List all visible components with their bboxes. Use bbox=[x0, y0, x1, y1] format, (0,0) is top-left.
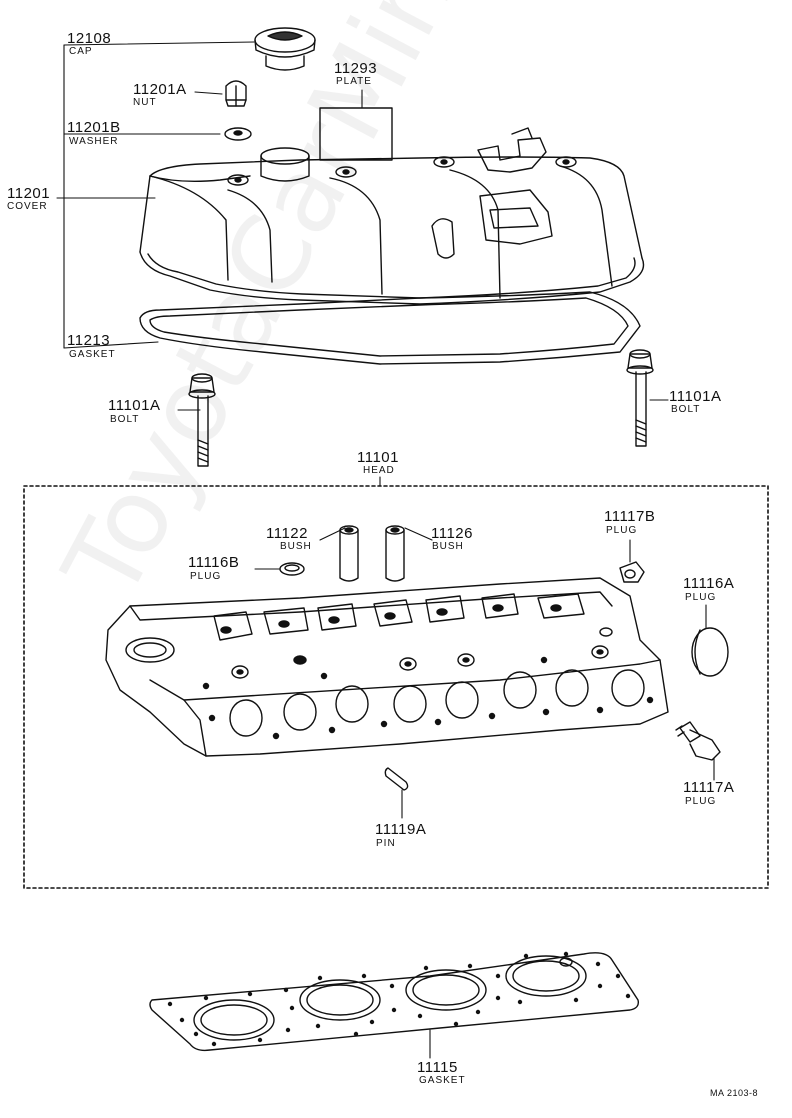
part-number: 11117A bbox=[683, 779, 735, 796]
head-assembly-box bbox=[23, 485, 769, 889]
bush-11122-drawing bbox=[339, 525, 359, 582]
leader-lines bbox=[56, 41, 715, 1059]
bush-11126-drawing bbox=[385, 525, 405, 582]
head-gasket-drawing bbox=[149, 951, 640, 1052]
part-name: COVER bbox=[7, 201, 48, 212]
washer-drawing bbox=[224, 127, 252, 141]
part-name: PIN bbox=[376, 838, 396, 849]
part-name: BOLT bbox=[110, 414, 140, 425]
plug-11117b-drawing bbox=[619, 561, 645, 583]
part-name: PLATE bbox=[336, 76, 372, 87]
part-name: BUSH bbox=[432, 541, 464, 552]
part-number: 11116B bbox=[188, 554, 240, 571]
part-number: 11119A bbox=[375, 821, 427, 838]
part-name: GASKET bbox=[69, 349, 116, 360]
part-number: 11101A bbox=[108, 397, 161, 414]
part-name: PLUG bbox=[606, 525, 638, 536]
part-number: 11101 bbox=[357, 449, 399, 466]
part-number: 11213 bbox=[67, 332, 111, 349]
oil-filler-cap-drawing bbox=[254, 27, 316, 71]
part-name: BOLT bbox=[671, 404, 701, 415]
figure-code: MA 2103-8 bbox=[710, 1088, 759, 1098]
part-number: 11201B bbox=[67, 119, 121, 136]
part-number: 12108 bbox=[67, 30, 112, 47]
cylinder-head-drawing bbox=[105, 577, 669, 757]
part-name: PLUG bbox=[685, 592, 717, 603]
part-name: BUSH bbox=[280, 541, 312, 552]
part-name: NUT bbox=[133, 97, 157, 108]
part-number: 11122 bbox=[266, 525, 308, 542]
plug-11116b-drawing bbox=[279, 562, 305, 576]
part-name: GASKET bbox=[419, 1075, 466, 1086]
part-number: 11201 bbox=[7, 185, 51, 202]
cover-gasket-drawing bbox=[139, 291, 641, 365]
right-bolt-drawing bbox=[626, 349, 654, 447]
part-number: 11115 bbox=[417, 1059, 458, 1076]
part-name: PLUG bbox=[685, 796, 717, 807]
left-bolt-drawing bbox=[188, 373, 216, 467]
part-name: CAP bbox=[69, 46, 93, 57]
plate-drawing bbox=[319, 107, 393, 161]
part-number: 11126 bbox=[431, 525, 473, 542]
plug-11116a-drawing bbox=[691, 627, 729, 677]
part-number: 11117B bbox=[604, 508, 656, 525]
part-number: 11201A bbox=[133, 81, 187, 98]
part-name: HEAD bbox=[363, 465, 395, 476]
part-number: 11116A bbox=[683, 575, 735, 592]
part-name: PLUG bbox=[190, 571, 222, 582]
part-name: WASHER bbox=[69, 136, 119, 147]
cap-nut-drawing bbox=[225, 80, 247, 107]
plug-11117a-drawing bbox=[675, 721, 721, 761]
part-number: 11101A bbox=[669, 388, 722, 405]
part-number: 11293 bbox=[334, 60, 378, 77]
pin-drawing bbox=[384, 767, 409, 791]
